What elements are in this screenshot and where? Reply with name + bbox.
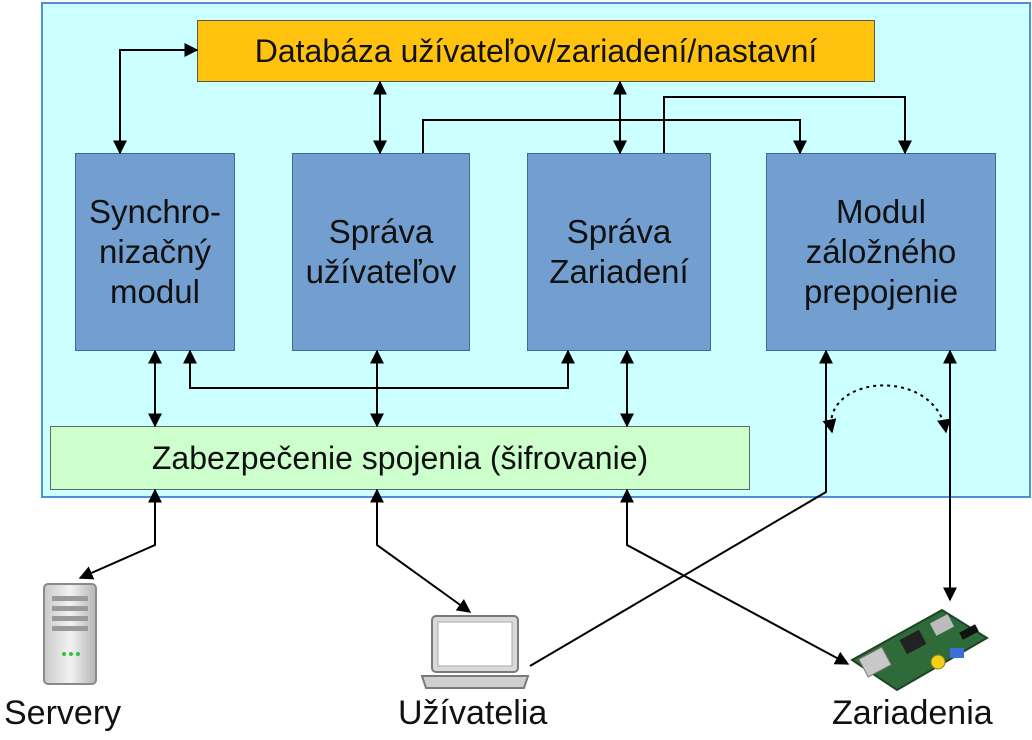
arrow-sync-devices-bus [183, 349, 575, 389]
arrow-backup-users [529, 349, 833, 667]
arrow-security-servers [78, 488, 162, 580]
circuit-board-icon [850, 608, 989, 692]
backup-connection-module-box: Modul záložného prepojenie [766, 153, 996, 351]
laptop-icon [420, 615, 530, 689]
arrow-security-users [370, 488, 472, 613]
arrow-sync-database [113, 43, 199, 155]
devices-label: Zariadenia [832, 694, 993, 732]
arrow-users-backup [422, 119, 807, 155]
user-management-box: Správa užívateľov [292, 153, 470, 351]
backup-switch-arc [822, 384, 951, 434]
servers-label: Servery [4, 694, 122, 732]
device-management-box: Správa Zariadení [527, 153, 711, 351]
arrow-devices-backup [663, 96, 912, 155]
sync-module-box: Synchro- nizačný modul [75, 153, 235, 351]
users-label: Užívatelia [398, 694, 548, 732]
connection-security-box: Zabezpečenie spojenia (šifrovanie) [50, 426, 750, 490]
arrow-security-devices [620, 488, 850, 665]
server-icon [43, 583, 97, 685]
database-box: Databáza užívateľov/zariadení/nastavní [197, 20, 875, 82]
